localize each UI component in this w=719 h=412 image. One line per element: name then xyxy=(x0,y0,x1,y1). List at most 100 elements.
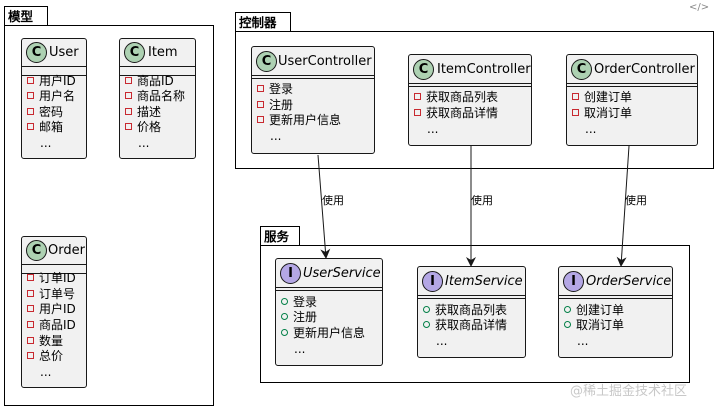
interface-name: OrderService xyxy=(586,274,672,289)
member: 价格 xyxy=(125,120,161,134)
member: 订单ID xyxy=(27,271,76,285)
more-members: ... xyxy=(40,136,52,150)
class-icon: C xyxy=(26,42,47,63)
private-method-icon xyxy=(414,93,421,100)
class-order: C Order 订单ID 订单号 用户ID 商品ID 数量 总价 ... xyxy=(21,236,87,388)
member: 商品ID xyxy=(125,74,174,88)
class-user-controller: C UserController 登录 注册 更新用户信息 ... xyxy=(251,46,375,154)
private-field-icon xyxy=(27,108,34,115)
class-icon: C xyxy=(413,59,434,80)
interface-name: UserService xyxy=(303,266,381,281)
code-icon[interactable]: </> xyxy=(689,2,710,13)
more-members: ... xyxy=(577,334,589,348)
edge-user-label: 使用 xyxy=(322,194,344,207)
package-service-title: 服务 xyxy=(264,229,290,244)
member: 更新用户信息 xyxy=(257,113,341,127)
class-item-controller: C ItemController 获取商品列表 获取商品详情 ... xyxy=(408,54,532,146)
member: 登录 xyxy=(257,82,293,96)
member: 邮箱 xyxy=(27,120,63,134)
class-name: ItemController xyxy=(437,62,531,77)
private-field-icon xyxy=(125,92,132,99)
public-method-icon xyxy=(423,306,430,313)
class-item: C Item 商品ID 商品名称 描述 价格 ... xyxy=(119,38,196,159)
more-members: ... xyxy=(40,365,52,379)
member: 数量 xyxy=(27,334,63,348)
member: 登录 xyxy=(281,295,317,309)
public-method-icon xyxy=(281,313,288,320)
class-user: C User 用户ID 用户名 密码 邮箱 ... xyxy=(21,38,87,159)
interface-icon: I xyxy=(563,271,584,292)
interface-order-service: I OrderService 创建订单 取消订单 ... xyxy=(558,266,673,358)
class-name: UserController xyxy=(278,54,372,69)
public-method-icon xyxy=(564,321,571,328)
member: 更新用户信息 xyxy=(281,326,365,340)
edge-order xyxy=(616,145,630,267)
member: 注册 xyxy=(257,98,293,112)
class-name: Item xyxy=(148,45,178,60)
private-field-icon xyxy=(27,290,34,297)
private-method-icon xyxy=(572,93,579,100)
more-members: ... xyxy=(585,122,597,136)
member: 取消订单 xyxy=(572,106,632,120)
package-service-tab: 服务 xyxy=(260,226,300,246)
more-members: ... xyxy=(270,129,282,143)
private-field-icon xyxy=(27,352,34,359)
private-method-icon xyxy=(414,109,421,116)
member: 获取商品详情 xyxy=(423,318,507,332)
interface-item-service: I ItemService 获取商品列表 获取商品详情 ... xyxy=(417,266,526,358)
member: 获取商品列表 xyxy=(414,90,498,104)
private-field-icon xyxy=(125,123,132,130)
public-method-icon xyxy=(281,298,288,305)
class-icon: C xyxy=(26,240,47,261)
member: 总价 xyxy=(27,349,63,363)
public-method-icon xyxy=(281,329,288,336)
edge-user xyxy=(317,154,331,259)
member: 注册 xyxy=(281,310,317,324)
package-controller-tab: 控制器 xyxy=(235,12,291,32)
member: 用户ID xyxy=(27,302,76,316)
private-field-icon xyxy=(27,305,34,312)
member: 创建订单 xyxy=(572,90,632,104)
package-model-tab: 模型 xyxy=(4,6,48,26)
interface-user-service: I UserService 登录 注册 更新用户信息 ... xyxy=(275,258,383,366)
member: 商品名称 xyxy=(125,89,185,103)
private-field-icon xyxy=(27,123,34,130)
member: 创建订单 xyxy=(564,303,624,317)
member: 用户名 xyxy=(27,89,75,103)
member: 获取商品列表 xyxy=(423,303,507,317)
private-field-icon xyxy=(27,337,34,344)
member: 订单号 xyxy=(27,287,75,301)
more-members: ... xyxy=(436,334,448,348)
private-field-icon xyxy=(27,321,34,328)
private-field-icon xyxy=(27,274,34,281)
class-name: OrderController xyxy=(594,62,695,77)
member: 用户ID xyxy=(27,74,76,88)
public-method-icon xyxy=(564,306,571,313)
class-icon: C xyxy=(571,59,592,80)
more-members: ... xyxy=(294,342,306,356)
private-field-icon xyxy=(27,77,34,84)
private-field-icon xyxy=(125,77,132,84)
private-field-icon xyxy=(27,92,34,99)
private-method-icon xyxy=(257,85,264,92)
class-icon: C xyxy=(124,42,145,63)
class-name: User xyxy=(49,45,79,60)
interface-icon: I xyxy=(422,271,443,292)
package-model-title: 模型 xyxy=(8,9,34,24)
public-method-icon xyxy=(423,321,430,328)
member: 密码 xyxy=(27,105,63,119)
class-icon: C xyxy=(256,51,277,72)
edge-item-label: 使用 xyxy=(471,194,493,207)
interface-name: ItemService xyxy=(445,274,523,289)
interface-icon: I xyxy=(280,263,301,284)
private-method-icon xyxy=(257,101,264,108)
member: 取消订单 xyxy=(564,318,624,332)
member: 商品ID xyxy=(27,318,76,332)
private-method-icon xyxy=(257,116,264,123)
member: 获取商品详情 xyxy=(414,106,498,120)
watermark: @稀土掘金技术社区 xyxy=(570,384,688,399)
more-members: ... xyxy=(138,136,150,150)
private-method-icon xyxy=(572,109,579,116)
class-order-controller: C OrderController 创建订单 取消订单 ... xyxy=(566,54,698,146)
